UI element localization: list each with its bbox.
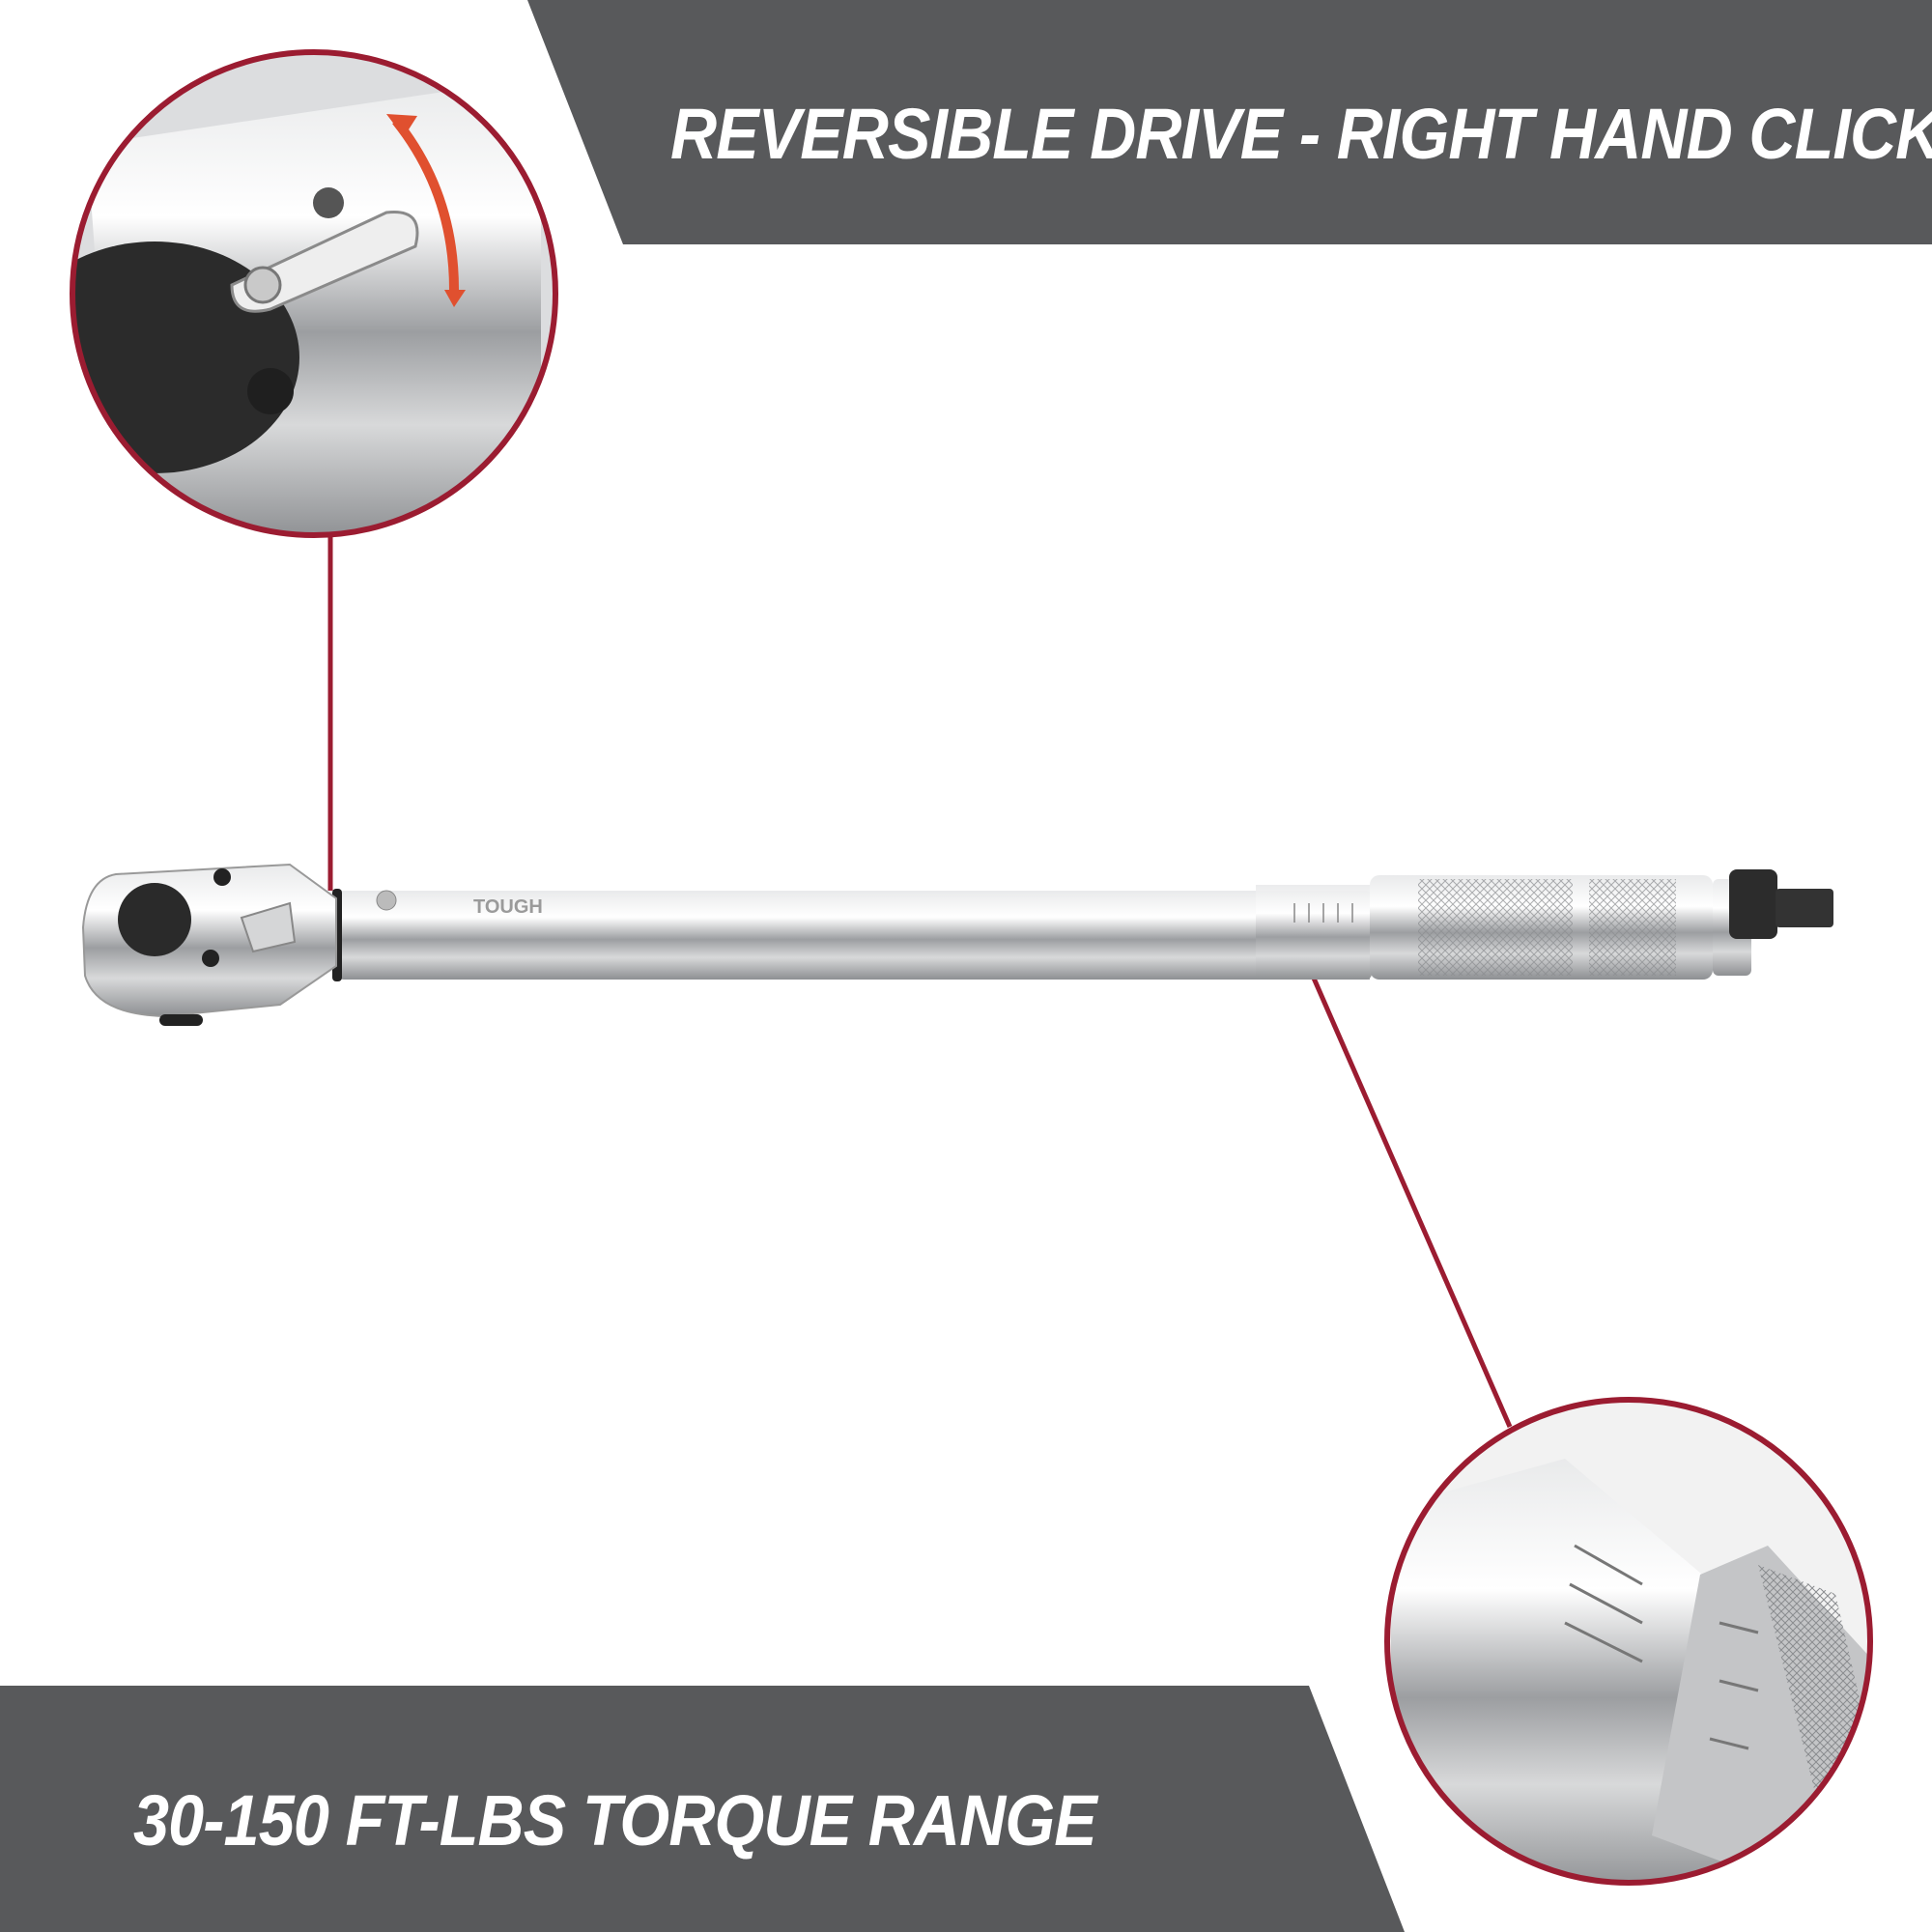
hyper-tough-logo: TOUGH [473, 896, 543, 918]
callout-line-scale [1279, 903, 1513, 1429]
top-banner [527, 0, 1932, 244]
wrench-tube [338, 891, 1372, 980]
reverse-lever [240, 901, 297, 953]
end-stud [1776, 889, 1833, 927]
ratchet-head [81, 863, 337, 1018]
bottom-banner-text: 30-150 FT-LBS TORQUE RANGE [133, 1780, 1097, 1861]
torque-wrench: TOUGH [81, 863, 1833, 1026]
ratchet-drive-cap [118, 883, 191, 956]
callout-circle-scale [1384, 1397, 1873, 1886]
callout-circle-head [70, 49, 558, 538]
rotate-arrows-icon [392, 117, 459, 291]
torque-scale [1256, 885, 1370, 980]
bottom-banner [0, 1686, 1405, 1932]
black-end-cap [1729, 869, 1777, 939]
top-banner-text: REVERSIBLE DRIVE - RIGHT HAND CLICK [670, 94, 1932, 174]
